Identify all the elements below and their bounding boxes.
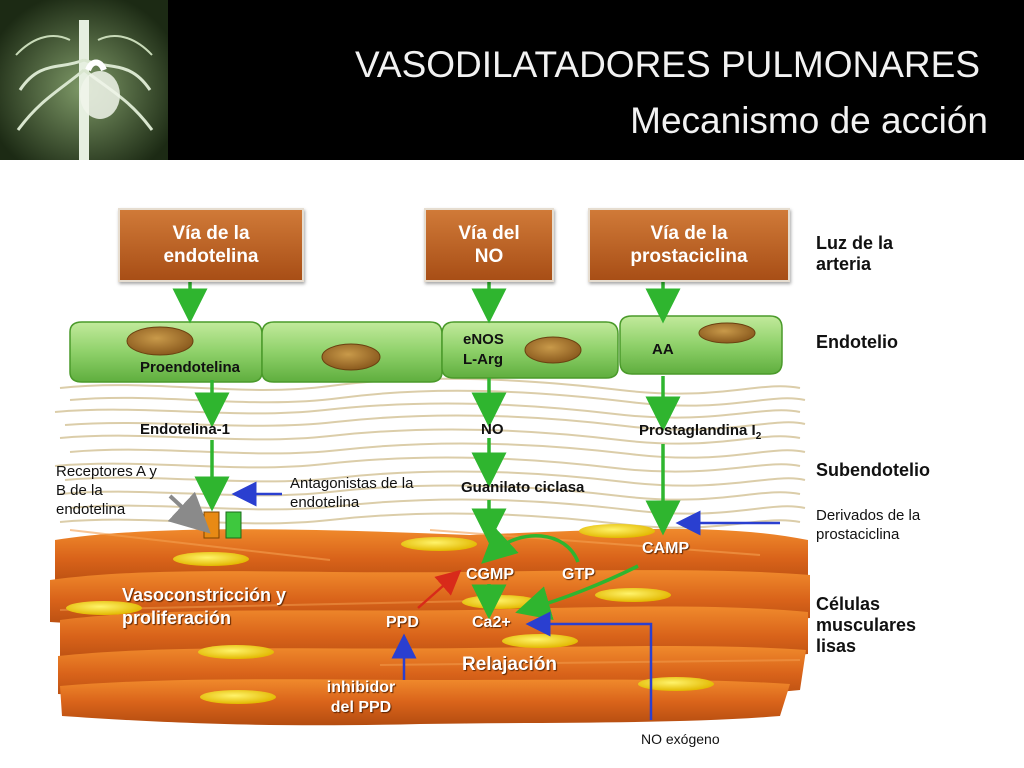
receptor-b — [225, 511, 242, 539]
no-label: NO — [481, 421, 504, 438]
antagonists-label: Antagonistas de la endotelina — [290, 475, 414, 511]
blue-arrows — [231, 481, 780, 720]
prostacyclin-pathway-box: Vía de la prostaciclina — [588, 208, 790, 282]
page-subtitle: Mecanismo de acción — [630, 100, 988, 141]
calcium-label: Ca2+ — [472, 614, 511, 631]
chest-xray-image — [0, 0, 168, 160]
vasoconstriction-label: Vasoconstricción y proliferación — [122, 585, 287, 628]
receptor-pointer — [167, 491, 211, 534]
header-bar: VASODILATADORES PULMONARES Mecanismo de … — [0, 0, 1024, 160]
relaxation-label: Relajación — [462, 654, 558, 675]
no-exogenous-label: NO exógeno — [641, 731, 720, 747]
smooth-muscle-cells — [50, 524, 810, 726]
page-title: VASODILATADORES PULMONARES — [354, 44, 980, 85]
layer-lumen: Luz de la arteria — [816, 233, 894, 274]
prostacyclin-pathway-label: Vía de la prostaciclina — [630, 223, 748, 267]
no-pathway-box: Vía del NO — [424, 208, 554, 282]
diagram-canvas — [50, 278, 810, 726]
aa-label: AA — [652, 341, 674, 358]
ppd-arrow — [417, 569, 462, 609]
cgmp-label: CGMP — [466, 566, 514, 583]
endothelin1-label: Endotelina-1 — [140, 421, 231, 438]
endothelial-cells — [69, 315, 783, 383]
proendothelin-label: Proendotelina — [140, 359, 241, 376]
endothelin-pathway-box: Vía de la endotelina — [118, 208, 304, 282]
pathway-arrows — [172, 278, 681, 621]
guanylate-label: Guanilato ciclasa — [461, 479, 585, 496]
prostacyclin-derivatives-label: Derivados de la prostaciclina — [816, 507, 921, 543]
gtp-label: GTP — [562, 566, 595, 583]
prostaglandin-text: Prostaglandina I — [639, 422, 756, 439]
layer-endothelium: Endotelio — [816, 332, 898, 352]
prostaglandin-subscript: 2 — [755, 431, 762, 442]
receptors-label: Receptores A y B de la endotelina — [56, 463, 157, 518]
mechanism-diagram: Vía de la endotelina Vía del NO Vía de l… — [0, 160, 1024, 768]
layer-subendothelium: Subendotelio — [816, 460, 930, 480]
larg-label: L-Arg — [463, 351, 503, 368]
receptor-a — [203, 511, 220, 539]
no-pathway-label: Vía del NO — [458, 223, 520, 267]
camp-label: CAMP — [642, 540, 690, 557]
enos-label: eNOS — [463, 331, 504, 348]
ppd-inhibitor-label: inhibidor del PPD — [326, 679, 396, 716]
endothelin-pathway-label: Vía de la endotelina — [163, 223, 259, 267]
prostaglandin-label: Prostaglandina I2 — [639, 422, 761, 442]
layer-smooth-muscle: Células musculares lisas — [816, 594, 917, 656]
ppd-label: PPD — [386, 614, 419, 631]
